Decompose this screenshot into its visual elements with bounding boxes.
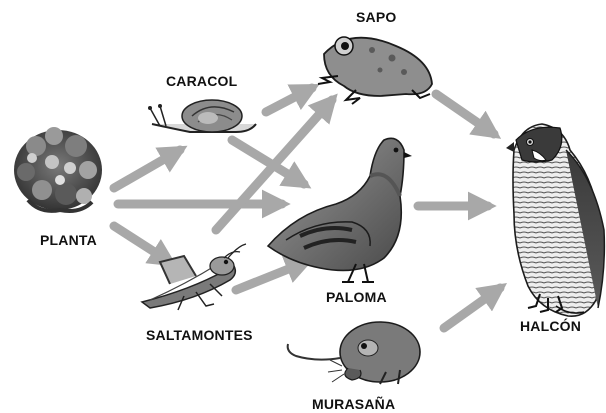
pigeon-image [266, 137, 412, 283]
arrow-caracol-sapo [261, 83, 320, 117]
falcon-image [506, 123, 606, 317]
arrow-murasana-halcon [439, 282, 508, 333]
label-murasana: MURASAÑA [312, 395, 395, 412]
arrow-saltamontes-paloma [231, 256, 315, 295]
arrow-planta-caracol [109, 145, 188, 193]
plant-image [14, 127, 102, 213]
grasshopper-image [140, 243, 247, 311]
label-paloma: PALOMA [326, 289, 387, 305]
toad-image [317, 36, 433, 105]
arrow-planta-saltamontes [109, 221, 178, 267]
arrow-caracol-paloma [227, 135, 312, 189]
label-caracol: CARACOL [166, 73, 238, 89]
label-halcon: HALCÓN [520, 317, 581, 334]
label-sapo: SAPO [356, 9, 396, 25]
arrow-sapo-halcon [431, 89, 502, 139]
label-planta: PLANTA [40, 232, 97, 248]
food-web-arrows [109, 83, 508, 333]
arrow-saltamontes-sapo [211, 93, 338, 235]
shrew-image [286, 321, 421, 385]
snail-image [148, 99, 257, 133]
label-saltamontes: SALTAMONTES [146, 327, 253, 343]
